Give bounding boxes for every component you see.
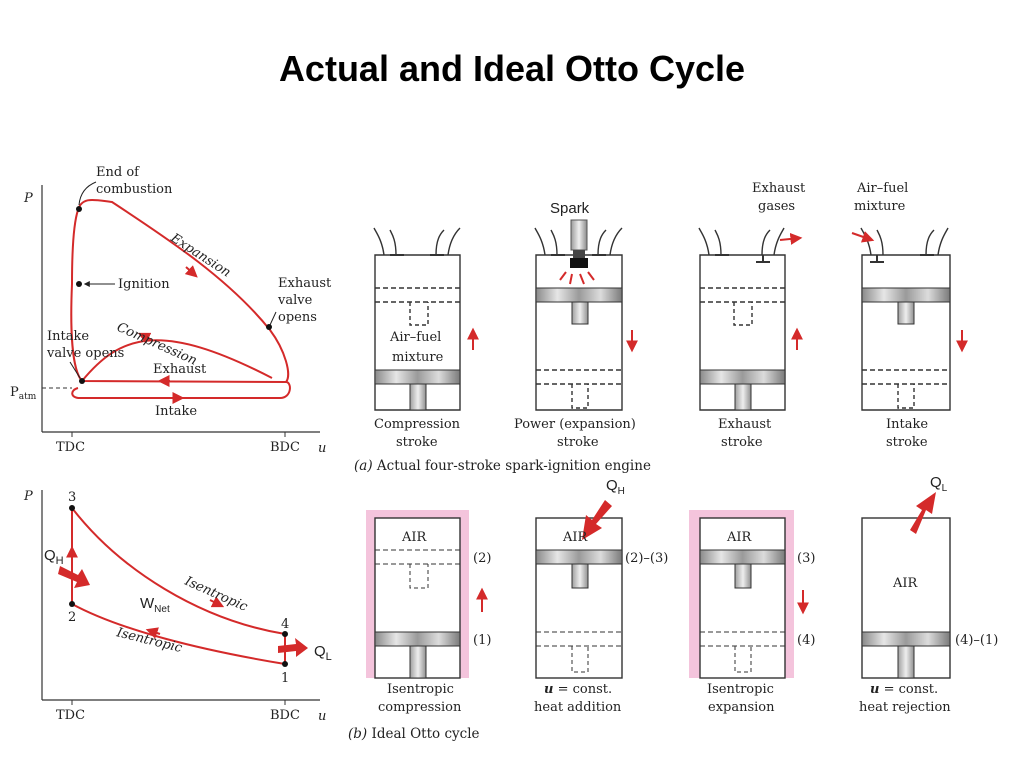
p-axis-label: P <box>23 191 33 206</box>
end-of-combustion-point <box>76 206 82 212</box>
qh-label: QH <box>44 547 64 567</box>
point-4 <box>282 631 288 637</box>
process-4-label-b: heat rejection <box>859 700 951 715</box>
cylinder-exhaust <box>698 227 786 411</box>
process-3-label-a: Isentropic <box>707 682 774 697</box>
exhaust-gases-label-2: gases <box>758 199 795 214</box>
exhaust-gas-arrow <box>779 232 803 245</box>
air-fuel-mixture-label-2: mixture <box>854 199 906 214</box>
stroke-4-label-b: stroke <box>886 435 928 450</box>
actual-cycle-curve <box>70 198 290 384</box>
slide-title: Actual and Ideal Otto Cycle <box>278 48 746 89</box>
qh-arrow <box>58 566 90 588</box>
wnet-label: WNet <box>140 595 170 615</box>
actual-engine-strokes <box>373 227 951 411</box>
ql-label: QL <box>314 643 332 663</box>
stroke-2-label-a: Power (expansion) <box>514 417 636 432</box>
point-2-label: 2 <box>68 610 76 625</box>
isentropic-expansion-arrow <box>209 596 225 608</box>
end-of-combustion-label: End of <box>96 165 140 180</box>
exhaust-valve-point <box>266 324 272 330</box>
process-3-label-b: expansion <box>708 700 775 715</box>
intake-valve-point <box>79 378 85 384</box>
tdc-label: TDC <box>56 440 85 455</box>
stroke-3-label-a: Exhaust <box>718 417 772 432</box>
intake-label: Intake <box>155 404 197 419</box>
state-label-c3-bot: (4) <box>797 633 815 648</box>
compression-arrow <box>137 332 153 344</box>
exhaust-label: Exhaust <box>153 362 207 377</box>
p-axis-label-ideal: P <box>23 489 33 504</box>
intake-valve-label-1: Intake <box>47 329 89 344</box>
stroke-1-label-a: Compression <box>374 417 461 432</box>
air-fuel-mixture-label-1: Air–fuel <box>856 181 908 196</box>
point-1-label: 1 <box>281 671 289 686</box>
ideal-ql-arrow <box>910 492 936 534</box>
patm-label: Patm <box>10 385 37 402</box>
ideal-cycle-diagram: P u TDC BDC 3 2 4 1 QH QL WNet Isentropi… <box>23 489 332 724</box>
intake-valve-label-2: valve opens <box>46 346 124 361</box>
ideal-cycle-cylinders <box>366 492 951 679</box>
process-1-label-b: compression <box>378 700 462 715</box>
point-2 <box>69 601 75 607</box>
leader-line <box>78 181 97 206</box>
expansion-label: Expansion <box>167 230 233 280</box>
end-of-combustion-label-2: combustion <box>96 182 173 197</box>
point-3 <box>69 505 75 511</box>
ignition-point <box>76 281 82 287</box>
intake-exhaust-loop <box>71 381 291 399</box>
caption-b: (b) Ideal Otto cycle <box>348 726 480 742</box>
ql-arrow <box>278 638 308 657</box>
state-label-c4-bot: (4)–(1) <box>955 633 998 648</box>
ignition-label: Ignition <box>118 277 170 292</box>
bdc-label-ideal: BDC <box>270 708 300 723</box>
cylinder-air-fuel-label-1: Air–fuel <box>389 330 441 345</box>
process-2-label-b: heat addition <box>534 700 622 715</box>
cylinder-air-fuel-label-2: mixture <box>392 350 444 365</box>
process-1-label-a: Isentropic <box>387 682 454 697</box>
air-label-3: AIR <box>726 530 753 545</box>
point-3-label: 3 <box>68 490 76 505</box>
spark-label: Spark <box>550 200 590 217</box>
stroke-1-label-b: stroke <box>396 435 438 450</box>
expansion-arrow <box>184 265 198 278</box>
state-label-c1-top: (2) <box>473 551 491 566</box>
exhaust-valve-label-2: valve <box>277 293 313 308</box>
exhaust-gases-label-1: Exhaust <box>752 181 806 196</box>
stroke-4-label-a: Intake <box>886 417 928 432</box>
bdc-label: BDC <box>270 440 300 455</box>
u-axis-label: u <box>318 441 326 456</box>
state-label-c1-bot: (1) <box>473 633 491 648</box>
air-label-2: AIR <box>562 530 589 545</box>
isentropic-upper-label: Isentropic <box>181 574 250 616</box>
stroke-2-label-b: stroke <box>557 435 599 450</box>
state-label-c3-top: (3) <box>797 551 815 566</box>
cylinder-power <box>534 227 623 411</box>
process-2-label-a: u = const. <box>544 682 612 697</box>
cylinder-intake <box>860 227 951 411</box>
process-4-label-a: u = const. <box>870 682 938 697</box>
ideal-qh-arrow <box>582 500 612 540</box>
exhaust-valve-label-3: opens <box>278 310 317 325</box>
intake-mixture-arrow <box>851 231 875 243</box>
actual-cycle-diagram: P u TDC BDC Patm End of combustion Ignit… <box>10 165 332 456</box>
tdc-label-ideal: TDC <box>56 708 85 723</box>
isentropic-compression-arrow <box>145 627 161 639</box>
state-label-c2-top: (2)–(3) <box>625 551 668 566</box>
point-4-label: 4 <box>281 617 289 632</box>
ideal-ql-label: QL <box>930 474 948 494</box>
air-label-1: AIR <box>401 530 428 545</box>
cylinder-compression <box>373 227 461 411</box>
air-label-4: AIR <box>892 576 919 591</box>
point-1 <box>282 661 288 667</box>
spark-plug <box>559 219 595 285</box>
exhaust-valve-label-1: Exhaust <box>278 276 332 291</box>
stroke-3-label-b: stroke <box>721 435 763 450</box>
ideal-qh-label: QH <box>606 477 625 497</box>
caption-a: (a) Actual four-stroke spark-ignition en… <box>354 458 651 474</box>
u-axis-label-ideal: u <box>318 709 326 724</box>
